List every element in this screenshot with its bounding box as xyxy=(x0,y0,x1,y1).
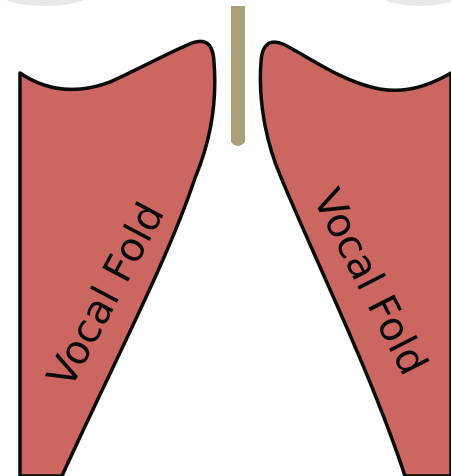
top-right-shadow xyxy=(380,0,451,6)
top-left-shadow xyxy=(0,0,90,6)
central-rod xyxy=(231,6,245,146)
